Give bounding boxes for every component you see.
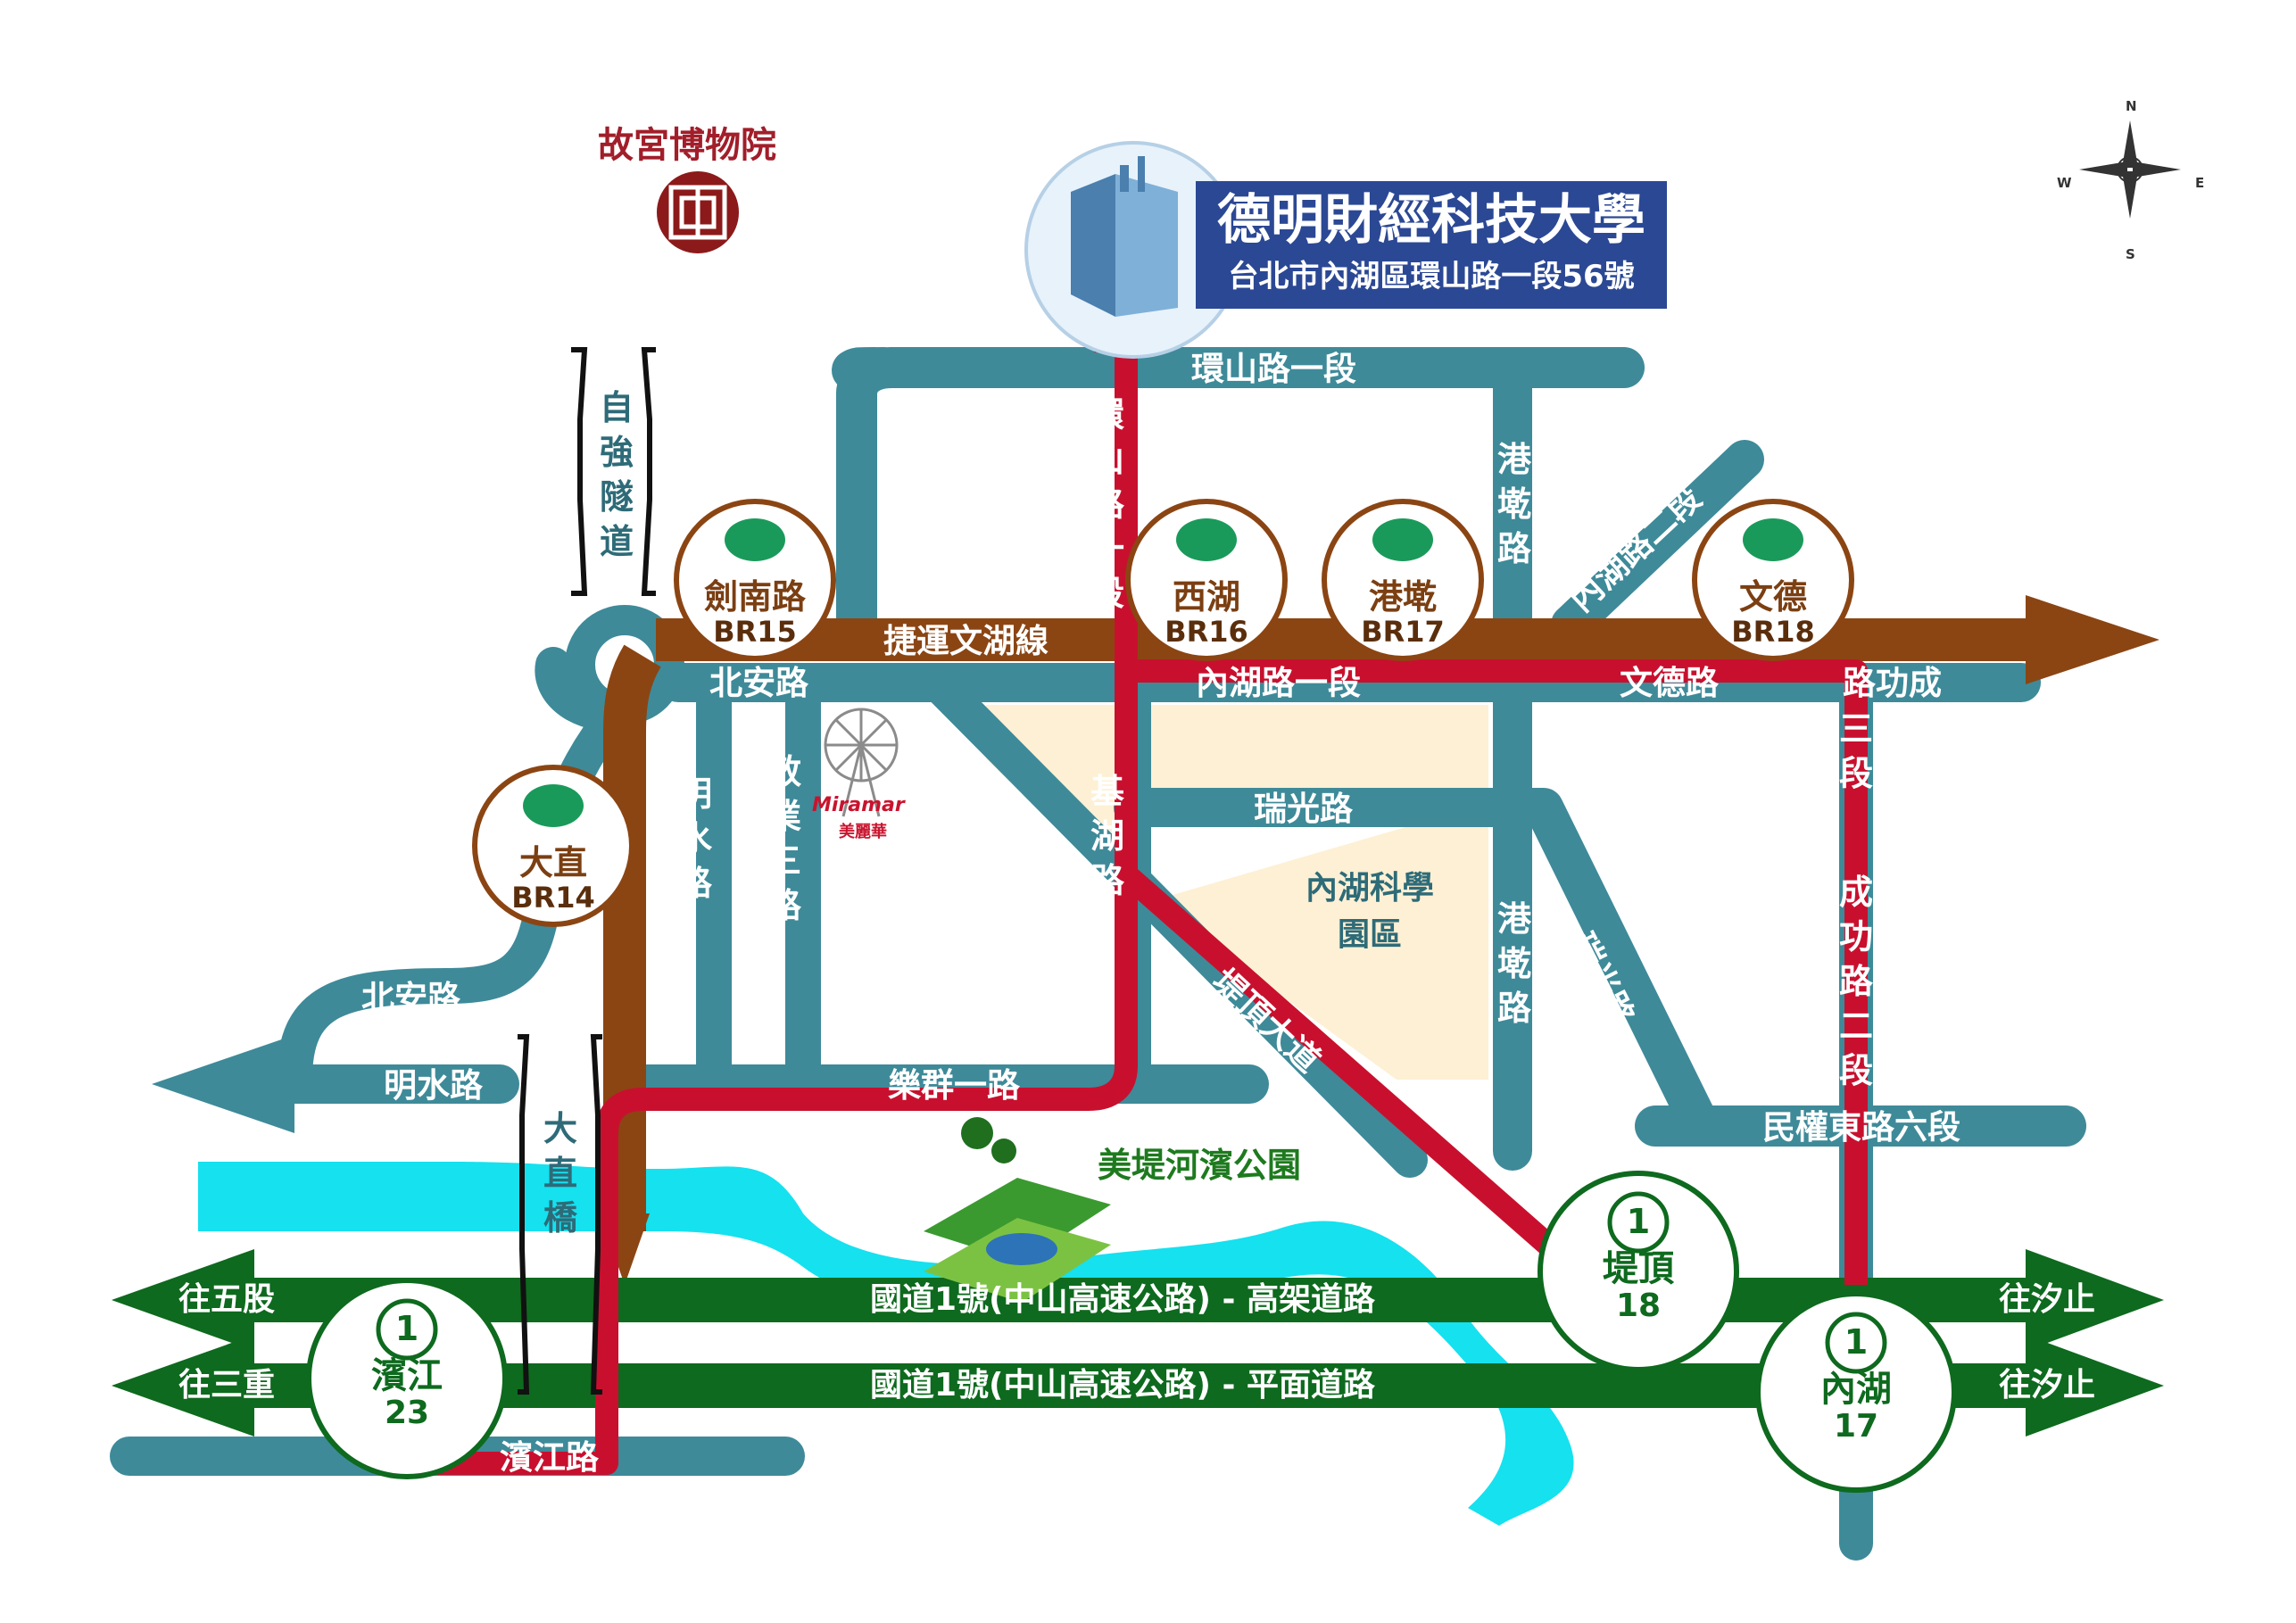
road-huanshan-1: 環山路一段	[1191, 350, 1356, 388]
road-chenggong-3: 三段	[1838, 709, 1873, 793]
mrt-station-markers	[472, 499, 1854, 927]
compass-icon	[2079, 120, 2181, 219]
station-code: BR18	[1731, 615, 1815, 649]
freeway-1	[112, 1249, 2164, 1437]
park-icon	[924, 1117, 1111, 1303]
miramar-ferris-wheel-icon	[824, 708, 899, 817]
station-xihu: 西湖 BR16	[1131, 580, 1282, 646]
interchange-tiding: 1 堤頂 18	[1596, 1205, 1681, 1322]
dazhi-bridge-label: 大直橋	[543, 1109, 577, 1238]
station-wende: 文德 BR18	[1697, 580, 1849, 646]
compass-e: E	[2195, 175, 2205, 191]
road-mingshui-vertical: 明水路	[677, 774, 712, 903]
plum-blossom-icons	[376, 1191, 1887, 1374]
road-ganggian-top: 港墘路	[1496, 440, 1531, 568]
to-wugu-label: 往五股	[178, 1281, 276, 1318]
interchange-km: 23	[384, 1395, 430, 1431]
interchange-binjiang: 1 濱江 23	[364, 1312, 450, 1429]
museum-label: 故宮博物院	[598, 125, 776, 166]
interchange-km: 17	[1833, 1408, 1879, 1445]
science-park-label: 內湖科學園區	[1305, 870, 1434, 953]
road-ruiguang-horizontal: 瑞光路	[1254, 790, 1353, 828]
interchange-markers	[306, 1171, 1957, 1493]
zhiqiang-tunnel-label: 自強隧道	[599, 388, 634, 561]
mingshui-west-arrow	[152, 1035, 294, 1133]
road-beian-left: 北安路	[361, 979, 460, 1017]
station-dazhi: 大直 BR14	[477, 846, 629, 912]
compass-s: S	[2126, 246, 2135, 262]
to-sanchong-label: 往三重	[178, 1367, 276, 1404]
interchange-km: 18	[1615, 1288, 1662, 1324]
interchange-number: 1	[1844, 1322, 1869, 1362]
station-name: 西湖	[1172, 577, 1240, 617]
miramar-logo-text: Miramar	[812, 794, 905, 816]
miramar-chinese-label: 美麗華	[839, 823, 887, 841]
station-name: 劍南路	[703, 577, 806, 617]
station-code: BR17	[1361, 615, 1445, 649]
road-wende: 文德路	[1620, 664, 1719, 702]
road-jihu: 基湖路	[1090, 772, 1124, 900]
mrt-logo-icons	[523, 518, 1803, 827]
road-mingshui-horizontal: 明水路	[384, 1066, 483, 1105]
university-title-box: 德明財經科技大學 台北市內湖區環山路一段56號	[1196, 181, 1667, 309]
to-xizhi-upper-label: 往汐止	[1999, 1281, 2096, 1318]
recommended-route	[419, 348, 1868, 1475]
freeway-surface-label: 國道1號(中山高速公路) - 平面道路	[870, 1367, 1375, 1404]
university-address: 台北市內湖區環山路一段56號	[1228, 259, 1635, 294]
road-jingye-3: 敬業三路	[767, 752, 801, 925]
interchange-name: 內湖	[1820, 1369, 1892, 1410]
interchange-number: 1	[394, 1309, 419, 1348]
park-label: 美堤河濱公園	[1098, 1146, 1302, 1185]
road-beian-top: 北安路	[709, 664, 808, 702]
station-code: BR14	[511, 881, 595, 915]
science-park-area-lower	[1151, 803, 1488, 1080]
compass-w: W	[2057, 175, 2072, 191]
bracket-marks	[518, 347, 656, 1395]
road-binjiang: 濱江路	[500, 1438, 599, 1477]
interchange-number: 1	[1626, 1202, 1651, 1241]
road-chenggong-2: 成功路二段	[1838, 873, 1873, 1090]
road-neihu-1: 內湖路一段	[1196, 664, 1361, 702]
to-xizhi-lower-label: 往汐止	[1999, 1367, 2096, 1404]
freeway-elevated-label: 國道1號(中山高速公路) - 高架道路	[870, 1281, 1375, 1318]
interchange-name: 濱江	[371, 1355, 443, 1396]
road-wenhu-st: 文湖街	[895, 397, 930, 526]
station-jiannan-road: 劍南路 BR15	[679, 580, 831, 646]
interchange-name: 堤頂	[1603, 1248, 1674, 1289]
station-ganggian: 港墘 BR17	[1327, 580, 1479, 646]
station-name: 大直	[518, 843, 587, 882]
station-name: 港墘	[1368, 577, 1437, 617]
university-name: 德明財經科技大學	[1217, 189, 1645, 252]
university-building-icon	[1024, 141, 1242, 359]
station-code: BR16	[1165, 615, 1248, 649]
road-ganggian-mid: 港墘路	[1496, 899, 1531, 1028]
mrt-line-label: 捷運文湖線	[883, 622, 1049, 660]
compass-n: N	[2126, 98, 2137, 114]
station-code: BR15	[713, 615, 797, 649]
station-name: 文德	[1738, 577, 1807, 617]
interchange-neihu: 1 內湖 17	[1813, 1325, 1899, 1443]
road-chenggong-top: 路功成	[1843, 664, 1942, 702]
keelung-river	[198, 1162, 1574, 1526]
road-lequn-1: 樂群一路	[888, 1066, 1020, 1105]
road-minquan-e6: 民權東路六段	[1762, 1108, 1960, 1147]
road-huanshan-vertical: 環山路一段	[1090, 395, 1124, 613]
